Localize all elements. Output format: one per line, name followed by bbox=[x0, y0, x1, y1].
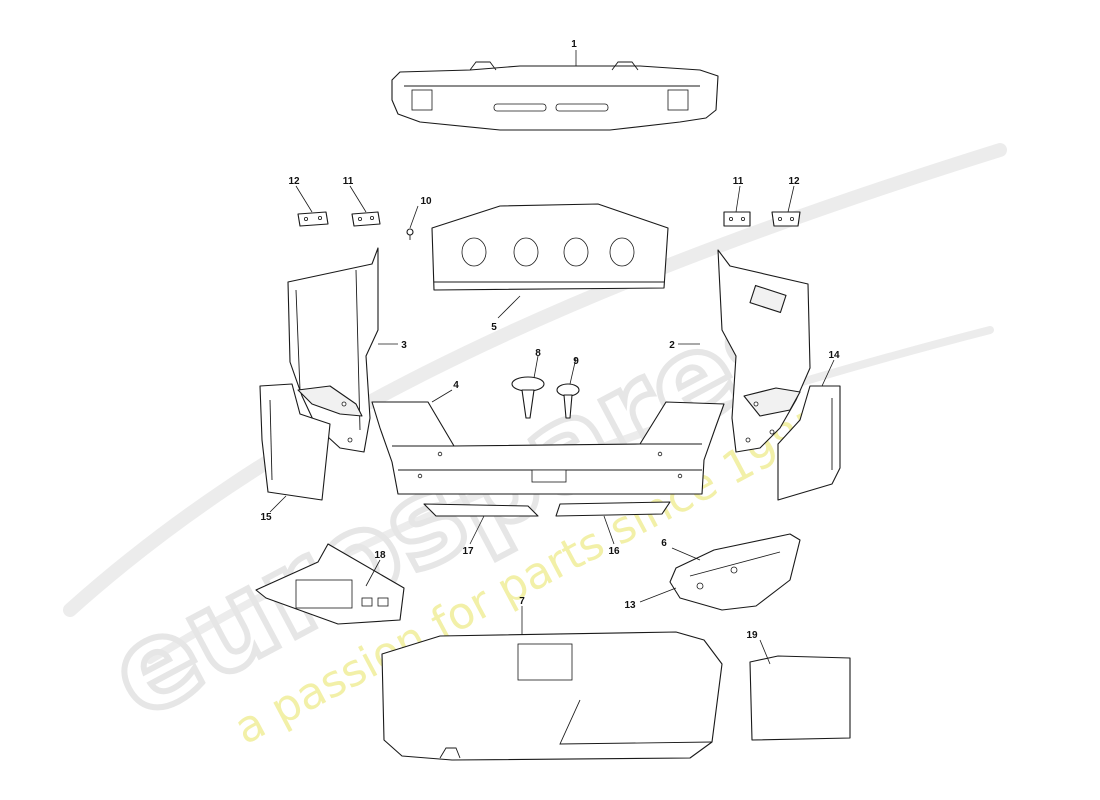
part-15-left-liner bbox=[259, 383, 331, 501]
part-11-clip-left bbox=[351, 211, 381, 227]
part-16-sill-strip bbox=[555, 501, 671, 517]
callouts: 1 2 3 4 5 6 7 8 9 10 11 11 12 12 13 14 1… bbox=[260, 39, 840, 641]
callout-12-left: 12 bbox=[288, 176, 300, 187]
callout-19: 19 bbox=[746, 630, 758, 641]
callout-13: 13 bbox=[624, 600, 636, 611]
callout-14: 14 bbox=[828, 350, 840, 361]
part-12-clip-left bbox=[297, 211, 329, 227]
callout-2: 2 bbox=[669, 340, 675, 351]
part-19-mat bbox=[749, 655, 851, 741]
part-4-rear-floor-panel bbox=[371, 401, 725, 495]
part-18-corner-trim bbox=[255, 543, 405, 625]
callout-18: 18 bbox=[374, 550, 386, 561]
part-12-clip-right bbox=[771, 211, 801, 227]
callout-15: 15 bbox=[260, 512, 272, 523]
callout-11-right: 11 bbox=[733, 176, 744, 187]
part-14-right-liner bbox=[777, 385, 841, 501]
part-17-sill-strip bbox=[423, 503, 539, 517]
callout-6: 6 bbox=[661, 538, 667, 549]
leader-lines bbox=[269, 50, 835, 665]
callout-4: 4 bbox=[453, 380, 459, 391]
watermark-swoosh bbox=[63, 143, 1007, 617]
part-7-floor-board bbox=[381, 631, 723, 761]
part-2-right-side-trim bbox=[717, 249, 811, 453]
part-9-push-fastener bbox=[556, 383, 580, 419]
callout-11-left: 11 bbox=[343, 176, 354, 187]
part-6-bracket bbox=[669, 533, 801, 611]
callout-3: 3 bbox=[401, 340, 407, 351]
part-11-clip-right bbox=[723, 211, 751, 227]
callout-5: 5 bbox=[491, 322, 497, 333]
callout-10: 10 bbox=[420, 196, 432, 207]
part-10-screw bbox=[406, 228, 414, 240]
callout-9: 9 bbox=[573, 356, 579, 367]
callout-16: 16 bbox=[608, 546, 620, 557]
callout-17: 17 bbox=[462, 546, 474, 557]
part-3-left-side-trim bbox=[287, 247, 379, 453]
callout-1: 1 bbox=[571, 39, 577, 50]
part-5-center-panel bbox=[431, 203, 669, 291]
part-1-rear-rail bbox=[391, 61, 719, 131]
callout-7: 7 bbox=[519, 596, 525, 607]
callout-8: 8 bbox=[535, 348, 541, 359]
callout-12-right: 12 bbox=[788, 176, 800, 187]
part-8-push-fastener bbox=[511, 376, 545, 419]
